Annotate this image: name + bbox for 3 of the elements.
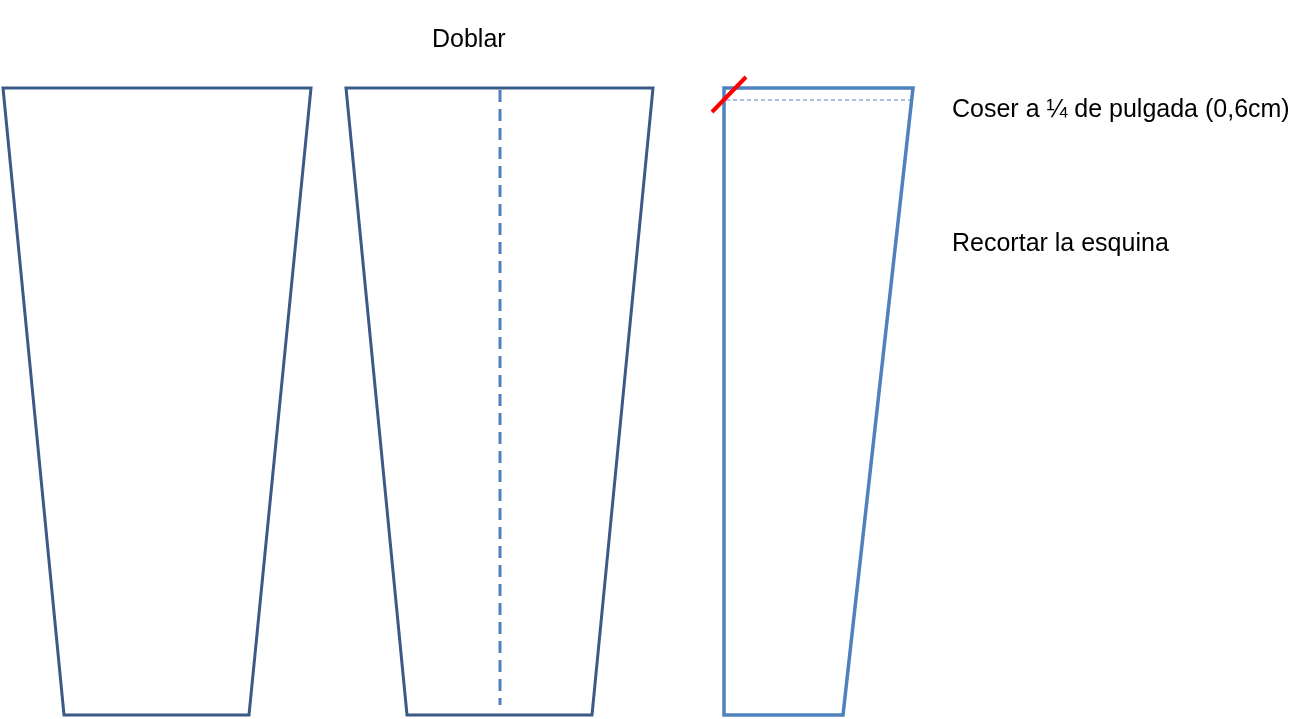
sewing-instruction: Coser a ¼ de pulgada (0,6cm) [952,93,1290,124]
fold-label: Doblar [432,23,506,54]
trimming-instruction: Recortar la esquina [952,227,1169,258]
